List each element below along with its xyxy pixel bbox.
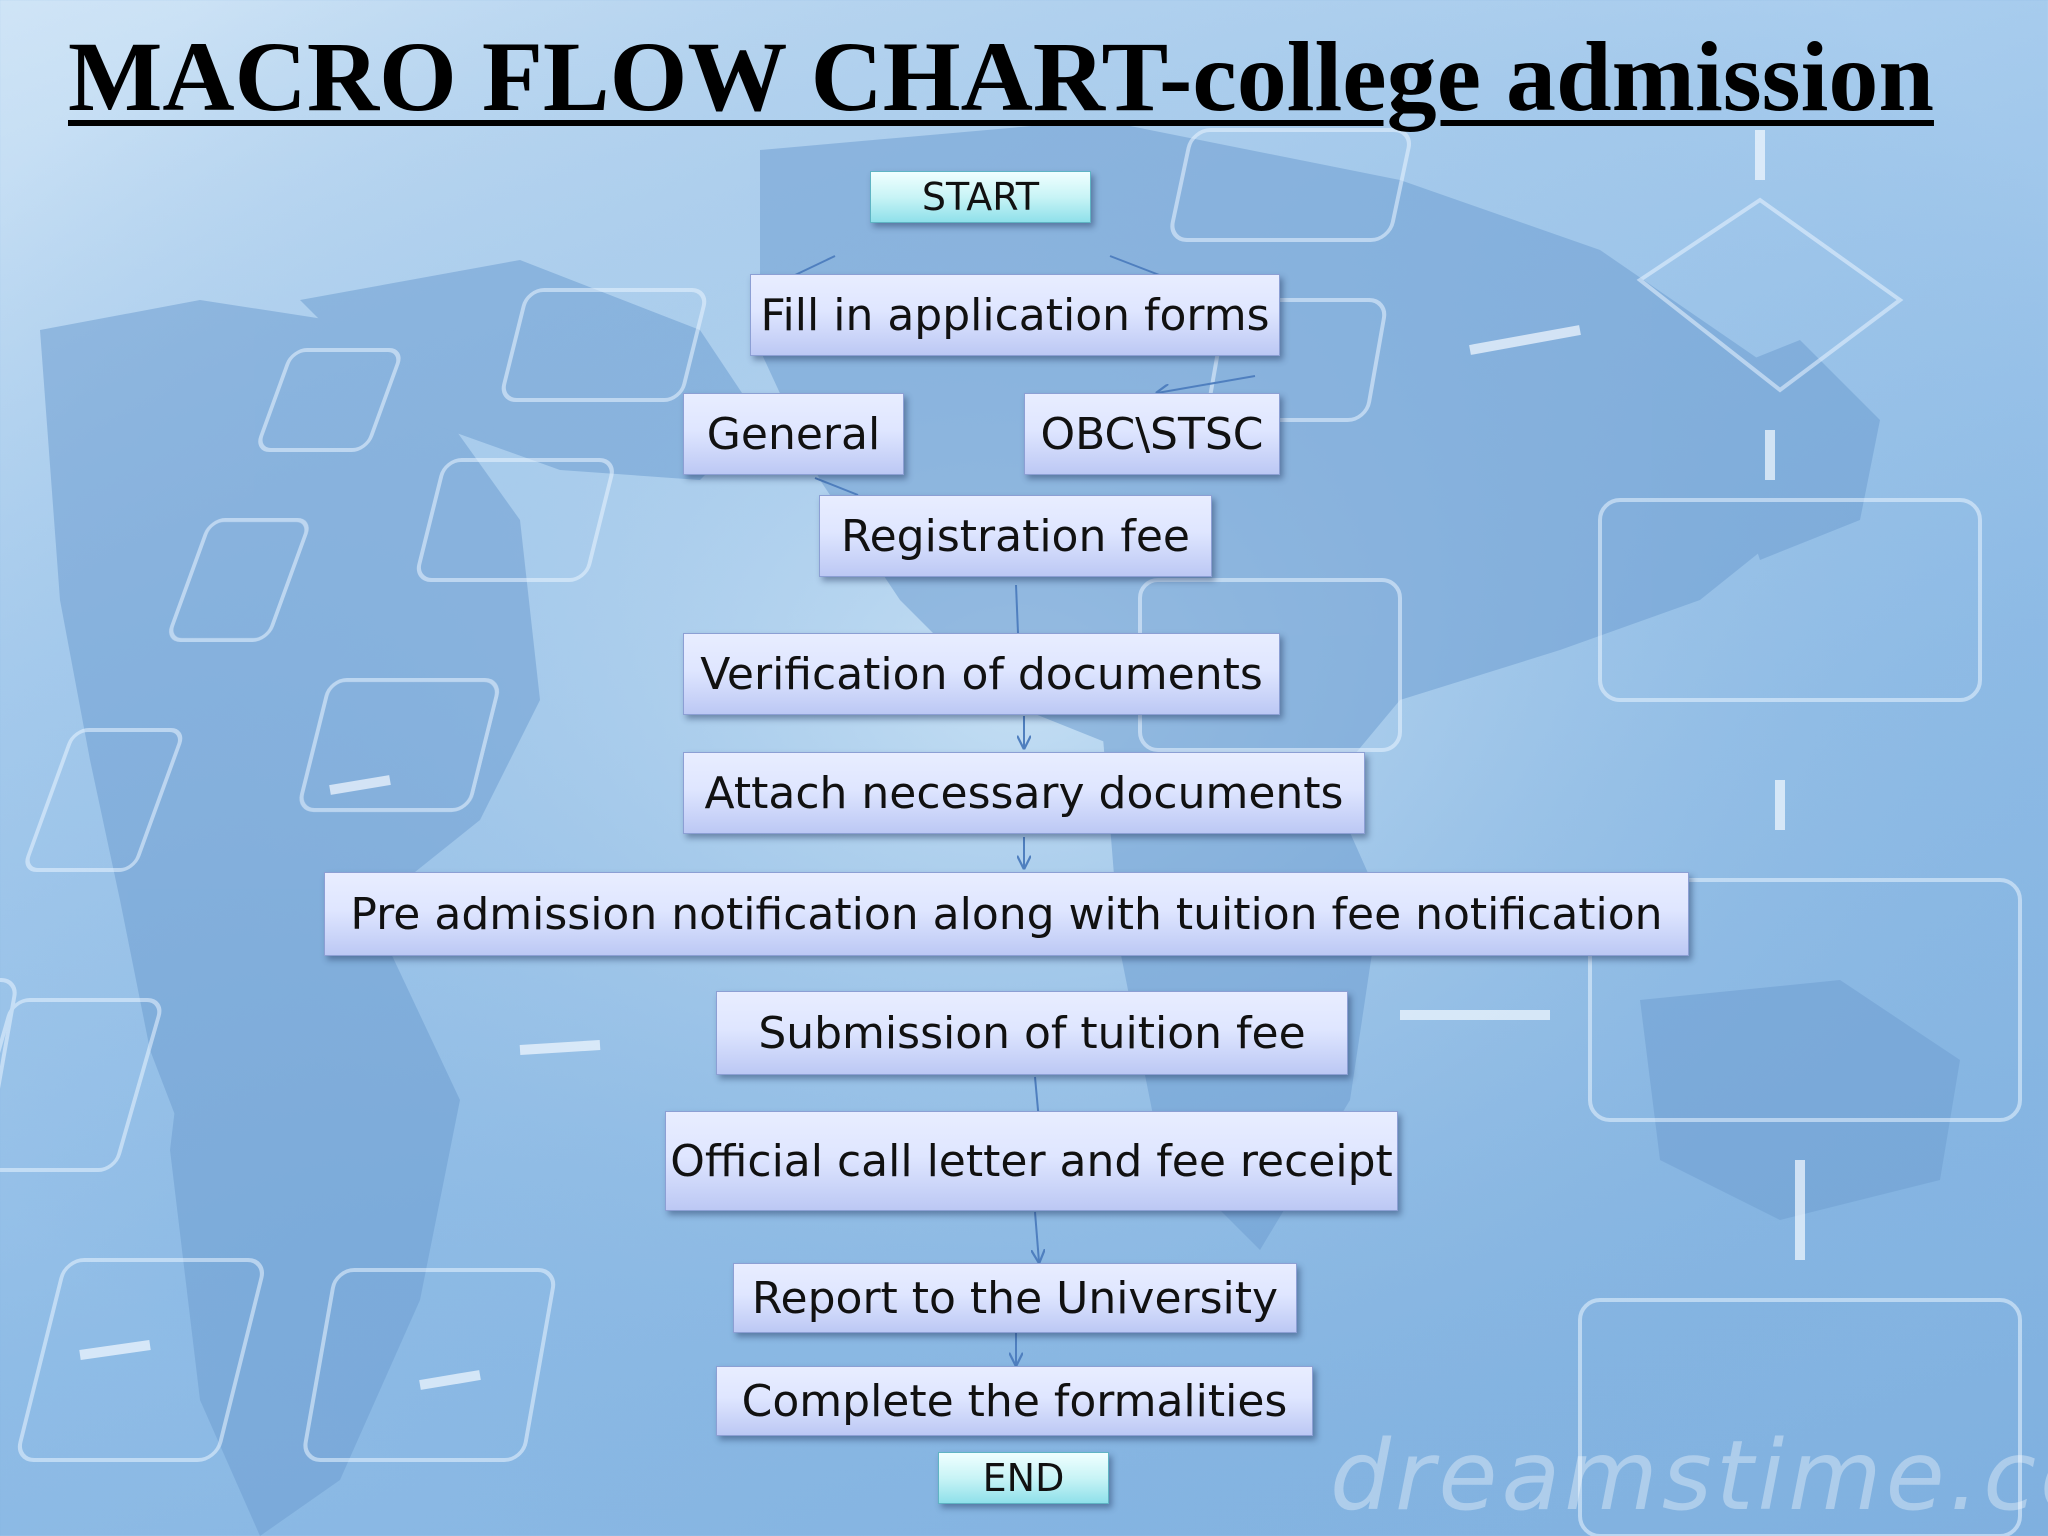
page-title: MACRO FLOW CHART-college admission (68, 21, 1934, 132)
faint-flowchart-outlines (0, 128, 2022, 1536)
watermark: dreamstime.com (1330, 1420, 2048, 1532)
complete-formalities-node: Complete the formalities (716, 1366, 1313, 1436)
faint-arrows (79, 130, 1805, 1390)
fill-application-forms-node: Fill in application forms (750, 274, 1280, 356)
official-call-letter-node: Official call letter and fee receipt (665, 1111, 1398, 1211)
verification-of-documents-node: Verification of documents (683, 633, 1280, 715)
end-node: END (938, 1452, 1109, 1504)
obc-stsc-category-node: OBC\STSC (1024, 393, 1280, 475)
attach-documents-node: Attach necessary documents (683, 752, 1365, 834)
submission-of-tuition-fee-node: Submission of tuition fee (716, 991, 1348, 1075)
pre-admission-notification-node: Pre admission notification along with tu… (324, 872, 1689, 956)
start-node: START (870, 171, 1091, 223)
report-to-university-node: Report to the University (733, 1263, 1297, 1333)
general-category-node: General (683, 393, 904, 475)
registration-fee-node: Registration fee (819, 495, 1212, 577)
